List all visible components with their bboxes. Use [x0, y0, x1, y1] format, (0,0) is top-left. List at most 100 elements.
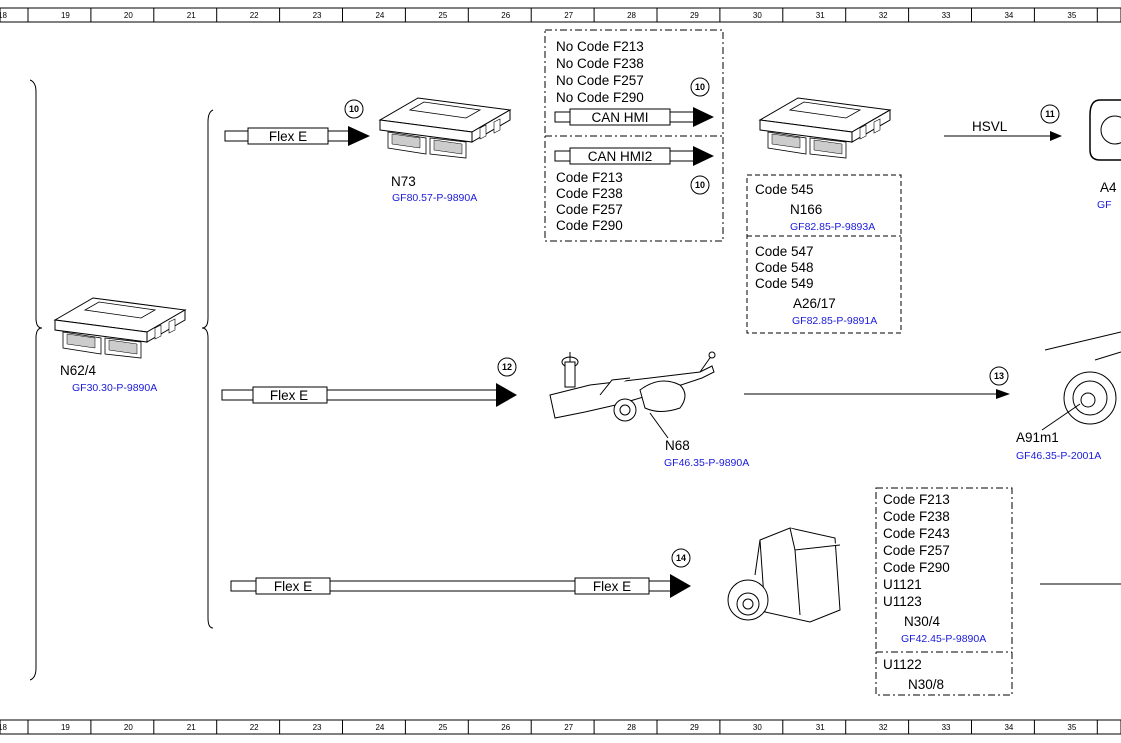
svg-text:Code 549: Code 549 — [755, 276, 814, 291]
top-ruler-label-23: 23 — [313, 11, 322, 20]
callout-10-c: 10 — [690, 175, 710, 195]
top-ruler-label-34: 34 — [1004, 11, 1013, 20]
n73-module — [379, 97, 511, 159]
a91m1-ref[interactable]: GF46.35-P-2001A — [1016, 450, 1101, 462]
can-hmi2-line — [554, 146, 714, 166]
n30-4-ref[interactable]: GF42.45-P-9890A — [901, 633, 986, 645]
top-ruler-label-25: 25 — [438, 11, 447, 20]
svg-text:Code 547: Code 547 — [755, 244, 814, 259]
svg-text:Code F213: Code F213 — [883, 492, 950, 507]
n30-8-label: N30/8 — [908, 677, 944, 692]
flex-e-label-bottom-2: Flex E — [593, 579, 631, 594]
flex-e-line-middle — [221, 383, 517, 407]
svg-text:13: 13 — [994, 371, 1004, 381]
bottom-ruler-label-20: 20 — [124, 723, 133, 732]
svg-text:14: 14 — [676, 553, 686, 563]
a4-ref[interactable]: GF — [1097, 199, 1112, 211]
svg-text:No Code F238: No Code F238 — [556, 56, 644, 71]
middle-brace — [201, 109, 214, 629]
svg-text:No Code F257: No Code F257 — [556, 73, 644, 88]
bottom-ruler-label-35: 35 — [1067, 723, 1076, 732]
top-ruler-label-30: 30 — [753, 11, 762, 20]
a26-17-label: A26/17 — [793, 296, 836, 311]
n68-label: N68 — [665, 438, 690, 453]
callout-10-b: 10 — [690, 77, 710, 97]
top-ruler-label-26: 26 — [501, 11, 510, 20]
svg-text:12: 12 — [502, 362, 512, 372]
bottom-ruler-label-29: 29 — [690, 723, 699, 732]
bottom-ruler-label-31: 31 — [816, 723, 825, 732]
top-ruler-label-31: 31 — [816, 11, 825, 20]
bottom-ruler-label-27: 27 — [564, 723, 573, 732]
callout-12: 12 — [497, 357, 517, 377]
n166-module — [759, 97, 891, 159]
can-hmi-line — [554, 107, 714, 127]
code-list: Code F213 Code F238 Code F257 Code F290 — [556, 170, 623, 233]
svg-text:No Code F213: No Code F213 — [556, 39, 644, 54]
svg-text:11: 11 — [1045, 109, 1055, 119]
bottom-ruler-label-33: 33 — [942, 723, 951, 732]
bottom-ruler-label-28: 28 — [627, 723, 636, 732]
svg-text:U1121: U1121 — [883, 577, 922, 592]
callout-11: 11 — [1040, 104, 1060, 124]
svg-text:Code F290: Code F290 — [556, 218, 623, 233]
bottom-ruler-label-26: 26 — [501, 723, 510, 732]
top-ruler-label-22: 22 — [250, 11, 259, 20]
flex-e-label-bottom-1: Flex E — [274, 579, 312, 594]
a4-partial-device — [1089, 99, 1121, 161]
top-ruler-label-21: 21 — [187, 11, 196, 20]
a91m1-motor — [1044, 331, 1121, 425]
bottom-ruler-label-21: 21 — [187, 723, 196, 732]
hsvl-label: HSVL — [972, 119, 1008, 134]
svg-text:Code F257: Code F257 — [883, 543, 950, 558]
n68-ref[interactable]: GF46.35-P-9890A — [664, 457, 749, 469]
a26-code-list: Code 547 Code 548 Code 549 — [755, 244, 814, 291]
top-ruler-label-29: 29 — [690, 11, 699, 20]
svg-text:U1123: U1123 — [883, 594, 922, 609]
svg-text:10: 10 — [695, 82, 705, 92]
svg-text:10: 10 — [695, 180, 705, 190]
svg-text:Code F213: Code F213 — [556, 170, 623, 185]
bottom-ruler-label-32: 32 — [879, 723, 888, 732]
n166-code-box — [746, 174, 902, 334]
n166-ref[interactable]: GF82.85-P-9893A — [790, 221, 875, 233]
bottom-ruler-label-30: 30 — [753, 723, 762, 732]
svg-text:Code F290: Code F290 — [883, 560, 950, 575]
callout-14: 14 — [671, 548, 691, 568]
top-ruler-label-24: 24 — [375, 11, 384, 20]
code-545: Code 545 — [755, 182, 814, 197]
n30-4-label: N30/4 — [904, 614, 941, 629]
left-brace — [29, 79, 43, 681]
n73-ref[interactable]: GF80.57-P-9890A — [392, 192, 477, 204]
a26-17-ref[interactable]: GF82.85-P-9891A — [792, 315, 877, 327]
u1122-code: U1122 — [883, 657, 922, 672]
flex-e-line-bottom — [230, 574, 691, 598]
svg-text:Code F238: Code F238 — [556, 186, 623, 201]
can-hmi-label: CAN HMI — [592, 110, 649, 125]
n62-4-ref[interactable]: GF30.30-P-9890A — [72, 382, 157, 394]
svg-text:Code 548: Code 548 — [755, 260, 814, 275]
flex-e-label-middle: Flex E — [270, 388, 308, 403]
svg-text:10: 10 — [349, 104, 359, 114]
n30-code-box — [875, 487, 1013, 696]
top-ruler-label-19: 19 — [61, 11, 70, 20]
can-hmi2-label: CAN HMI2 — [588, 149, 653, 164]
bottom-ruler-label-23: 23 — [313, 723, 322, 732]
a4-label: A4 — [1100, 180, 1117, 195]
bottom-ruler-label-25: 25 — [438, 723, 447, 732]
bottom-ruler-label-34: 34 — [1004, 723, 1013, 732]
top-ruler-label-18: 18 — [0, 11, 8, 20]
flex-e-line-top — [224, 126, 370, 146]
a91m1-label: A91m1 — [1016, 430, 1059, 445]
callout-13: 13 — [989, 366, 1009, 386]
n62-4-module — [54, 297, 186, 359]
n73-label: N73 — [391, 174, 416, 189]
top-ruler-label-35: 35 — [1067, 11, 1076, 20]
n30-4-code-list: Code F213 Code F238 Code F243 Code F257 … — [883, 492, 950, 609]
flex-e-label-top: Flex E — [269, 129, 307, 144]
bottom-ruler-label-19: 19 — [61, 723, 70, 732]
bottom-ruler-label-18: 18 — [0, 723, 8, 732]
